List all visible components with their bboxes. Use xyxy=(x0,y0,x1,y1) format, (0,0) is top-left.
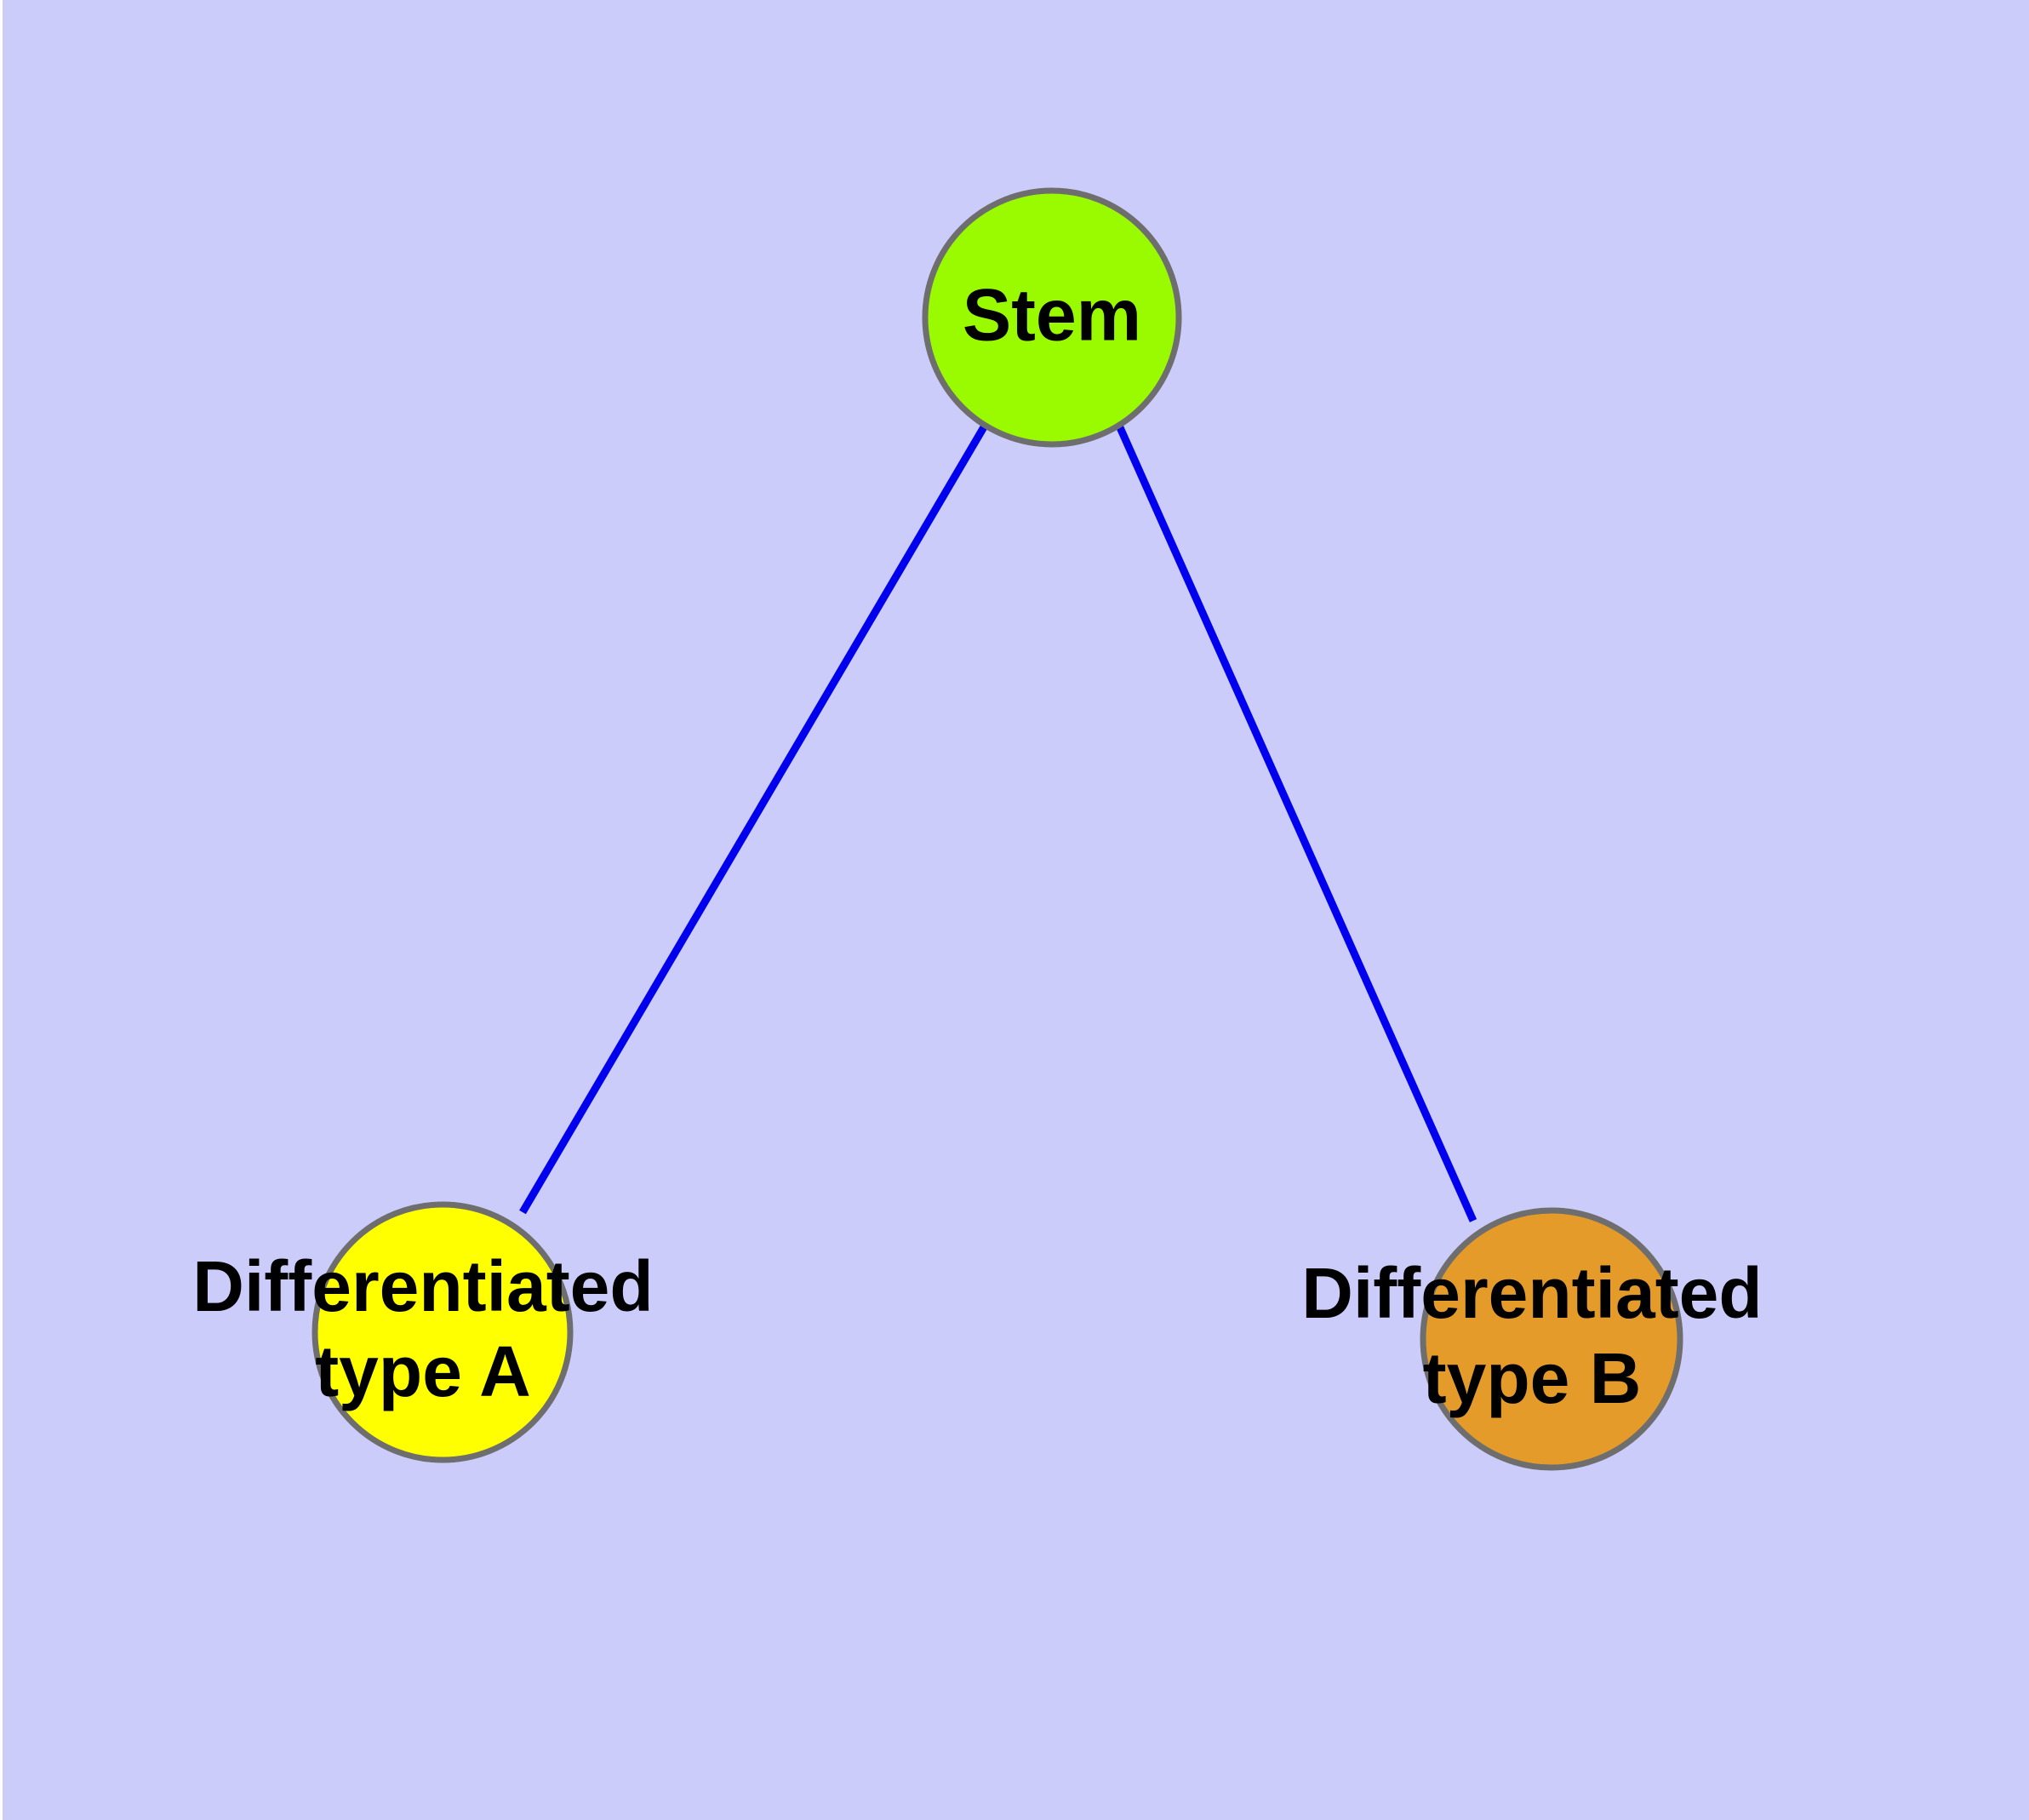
edge-stem-to-differentiated-type-b[interactable] xyxy=(1115,424,1477,1222)
node-label-differentiated-type-b-line2: type B xyxy=(1423,1338,1642,1418)
edges-layer xyxy=(519,423,1477,1222)
node-label-differentiated-type-a-line1: Differentiated xyxy=(192,1246,653,1326)
edge-stem-to-differentiated-type-a[interactable] xyxy=(519,423,988,1215)
node-differentiated-type-a[interactable] xyxy=(311,1201,574,1463)
node-differentiated-type-b[interactable] xyxy=(1420,1207,1683,1471)
node-label-differentiated-type-a: Differentiated type A xyxy=(192,1246,653,1411)
node-label-differentiated-type-a-line2: type A xyxy=(315,1331,531,1411)
node-label-differentiated-type-b-line1: Differentiated xyxy=(1301,1253,1762,1333)
labels-layer: Stem Differentiated type A Differentiate… xyxy=(192,275,1762,1418)
nodes-layer xyxy=(311,187,1683,1471)
node-label-differentiated-type-b: Differentiated type B xyxy=(1301,1253,1762,1418)
node-label-stem: Stem xyxy=(963,275,1141,357)
node-stem[interactable] xyxy=(922,187,1182,448)
